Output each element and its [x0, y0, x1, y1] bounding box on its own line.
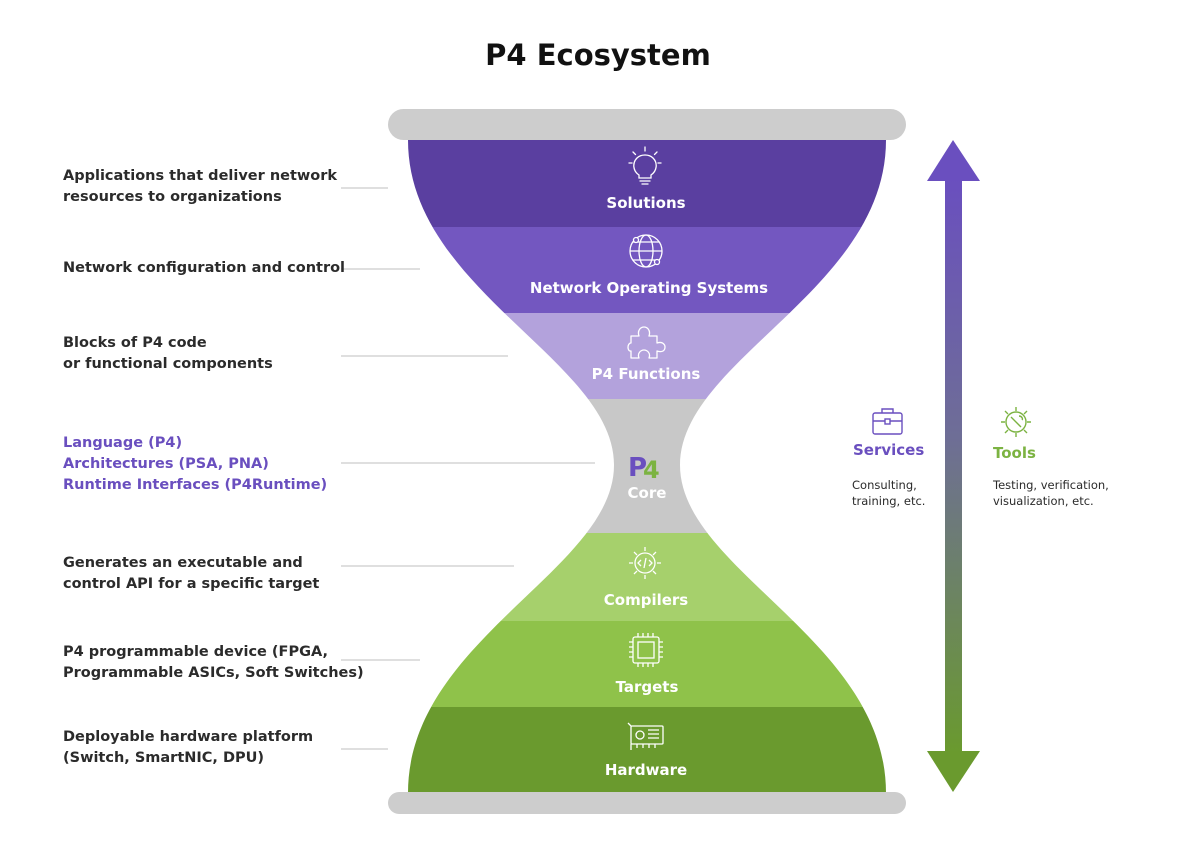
hourglass-bottom-cap — [388, 792, 906, 814]
services-title: Services — [853, 441, 925, 459]
description-line: Applications that deliver network — [63, 168, 338, 184]
hourglass-top-cap — [388, 109, 906, 140]
layer-band-targets — [408, 621, 886, 707]
p4-logo-icon: P 4 — [628, 453, 660, 484]
description-core: Language (P4) Architectures (PSA, PNA) R… — [63, 433, 327, 496]
services-subtitle-line: training, etc. — [852, 494, 926, 508]
description-line: Architectures (PSA, PNA) — [63, 456, 269, 472]
p4-logo-digit-4: 4 — [643, 456, 660, 484]
description-line: Network configuration and control — [63, 260, 346, 276]
briefcase-icon — [872, 408, 903, 435]
description-line: control API for a specific target — [63, 576, 320, 592]
layer-band-network-operating-systems — [408, 227, 886, 313]
globe-network-icon — [629, 234, 663, 268]
layer-label-network-operating-systems: Network Operating Systems — [530, 279, 768, 297]
description-hardware: Deployable hardware platform (Switch, Sm… — [63, 727, 313, 769]
layer-label-core: Core — [628, 484, 667, 502]
lightbulb-icon — [628, 146, 662, 185]
gear-wrench-icon — [1001, 407, 1031, 437]
description-line: Blocks of P4 code — [63, 335, 207, 351]
description-line: Generates an executable and — [63, 555, 303, 571]
double-arrow-head-up — [927, 140, 980, 181]
tools-title: Tools — [993, 444, 1036, 462]
puzzle-piece-icon — [627, 326, 666, 359]
gear-code-icon — [629, 547, 661, 579]
description-line: resources to organizations — [63, 189, 282, 205]
description-line: P4 programmable device (FPGA, — [63, 644, 328, 660]
description-line: Deployable hardware platform — [63, 729, 314, 745]
double-arrow — [927, 140, 980, 792]
connector-lines — [341, 187, 595, 750]
tools-subtitle-line: visualization, etc. — [993, 494, 1094, 508]
description-network-operating-systems: Network configuration and control — [63, 258, 345, 279]
tools-subtitle-line: Testing, verification, — [993, 478, 1109, 492]
services-subtitle-line: Consulting, — [852, 478, 917, 492]
chip-icon — [629, 633, 663, 667]
description-line: Runtime Interfaces (P4Runtime) — [63, 477, 328, 493]
description-line: Language (P4) — [63, 435, 183, 451]
double-arrow-head-down — [927, 751, 980, 792]
description-line: Programmable ASICs, Soft Switches) — [63, 665, 364, 681]
layer-band-solutions — [408, 140, 886, 227]
description-solutions: Applications that deliver network resour… — [63, 166, 337, 208]
description-line: or functional components — [63, 356, 273, 372]
description-line: (Switch, SmartNIC, DPU) — [63, 750, 265, 766]
double-arrow-shaft — [945, 179, 962, 753]
layer-label-targets: Targets — [616, 678, 679, 696]
layer-label-solutions: Solutions — [606, 194, 685, 212]
page-title: P4 Ecosystem — [485, 38, 711, 72]
description-compilers: Generates an executable and control API … — [63, 553, 319, 595]
tools-subtitle: Testing, verification, visualization, et… — [993, 477, 1109, 509]
p4-logo-letter-p: P — [628, 453, 647, 483]
description-targets: P4 programmable device (FPGA, Programmab… — [63, 642, 364, 684]
layer-label-compilers: Compilers — [604, 591, 689, 609]
layer-band-hardware — [408, 707, 886, 793]
layer-label-hardware: Hardware — [605, 761, 687, 779]
network-card-icon — [627, 722, 664, 750]
description-p4-functions: Blocks of P4 code or functional componen… — [63, 333, 273, 375]
services-subtitle: Consulting, training, etc. — [852, 477, 925, 509]
layer-label-p4-functions: P4 Functions — [592, 365, 701, 383]
